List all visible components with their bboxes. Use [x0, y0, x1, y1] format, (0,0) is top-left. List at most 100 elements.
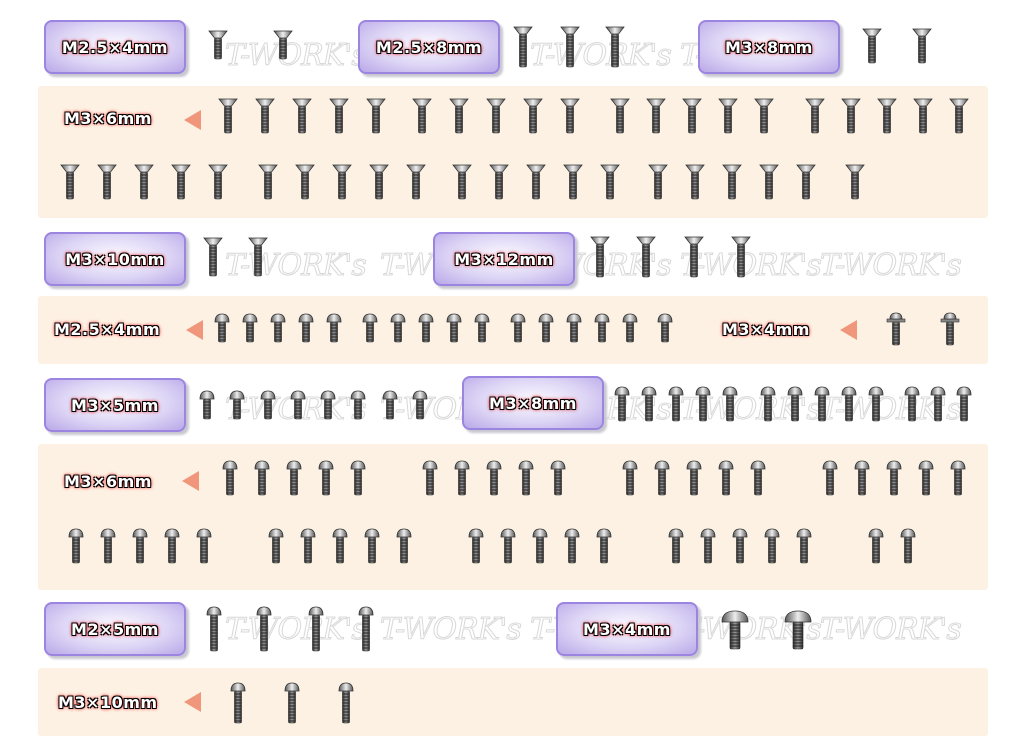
flat-head-screw-icon — [489, 164, 509, 200]
button-head-screw-icon — [268, 528, 284, 564]
cap-head-screw-icon — [721, 610, 749, 650]
button-head-screw-icon — [260, 390, 276, 420]
flat-head-screw-icon — [292, 98, 312, 134]
button-head-screw-icon — [486, 460, 502, 496]
button-head-screw-icon — [196, 528, 212, 564]
button-head-screw-icon — [764, 528, 780, 564]
flat-head-screw-icon — [208, 30, 228, 60]
button-head-screw-icon — [290, 390, 306, 420]
button-head-screw-icon — [668, 528, 684, 564]
button-head-screw-icon — [68, 528, 84, 564]
size-label-g4: M3×6mm — [64, 109, 152, 128]
button-head-screw-icon — [814, 386, 830, 422]
flat-head-screw-icon — [513, 26, 533, 68]
button-head-screw-icon — [900, 528, 916, 564]
size-label: M3×8mm — [489, 393, 577, 413]
band-m3x6-flat — [38, 86, 988, 218]
flat-head-screw-icon — [605, 26, 625, 68]
flat-head-screw-icon — [600, 164, 620, 200]
size-label-g14: M3×10mm — [58, 693, 158, 712]
button-head-screw-icon — [362, 313, 378, 343]
button-head-screw-icon — [657, 313, 673, 343]
label-box-g10: M3×8mm — [462, 376, 604, 430]
button-head-screw-icon — [532, 528, 548, 564]
button-head-screw-icon — [796, 528, 812, 564]
button-head-screw-icon — [164, 528, 180, 564]
flat-head-screw-icon — [913, 98, 933, 134]
flat-head-screw-icon — [805, 98, 825, 134]
button-head-screw-icon — [594, 313, 610, 343]
flat-head-screw-icon — [412, 98, 432, 134]
button-head-screw-icon — [412, 390, 428, 420]
button-head-screw-icon — [254, 460, 270, 496]
button-head-screw-icon — [229, 390, 245, 420]
label-box-g3: M3×8mm — [698, 20, 840, 74]
button-head-screw-icon — [854, 460, 870, 496]
button-head-screw-icon — [199, 390, 215, 420]
button-head-screw-icon — [641, 386, 657, 422]
button-head-screw-icon — [732, 528, 748, 564]
flat-head-screw-icon — [949, 98, 969, 134]
flat-head-screw-icon — [648, 164, 668, 200]
button-head-screw-icon — [298, 313, 314, 343]
button-head-screw-icon — [418, 313, 434, 343]
flat-head-screw-icon — [841, 98, 861, 134]
button-head-screw-icon — [326, 313, 342, 343]
flat-head-screw-icon — [273, 30, 293, 60]
button-head-screw-icon — [822, 460, 838, 496]
flat-head-screw-icon — [97, 164, 117, 200]
button-head-screw-icon — [320, 390, 336, 420]
button-head-screw-icon — [286, 460, 302, 496]
button-head-screw-icon — [695, 386, 711, 422]
button-head-screw-icon — [538, 313, 554, 343]
flat-head-screw-icon — [255, 98, 275, 134]
size-label: M2.5×8mm — [375, 37, 483, 57]
button-head-screw-icon — [474, 313, 490, 343]
size-label: M3×4mm — [583, 619, 671, 639]
label-box-g2: M2.5×8mm — [358, 20, 500, 74]
button-head-screw-icon — [918, 460, 934, 496]
button-head-screw-icon — [390, 313, 406, 343]
button-head-screw-icon — [718, 460, 734, 496]
flat-head-screw-icon — [862, 28, 882, 64]
flat-head-screw-icon — [718, 98, 738, 134]
size-label-g11: M3×6mm — [64, 472, 152, 491]
flat-head-screw-icon — [366, 98, 386, 134]
button-head-screw-icon — [886, 460, 902, 496]
button-head-screw-icon — [622, 313, 638, 343]
flat-head-screw-icon — [526, 164, 546, 200]
flat-head-screw-icon — [759, 164, 779, 200]
watermark: T-WORK's — [820, 248, 963, 284]
flat-head-screw-icon — [731, 236, 751, 278]
flat-head-screw-icon — [636, 236, 656, 278]
button-head-screw-icon — [382, 390, 398, 420]
flat-head-screw-icon — [646, 98, 666, 134]
button-head-screw-icon — [230, 682, 246, 724]
button-head-screw-icon — [132, 528, 148, 564]
button-head-screw-icon — [868, 528, 884, 564]
button-head-screw-icon — [622, 460, 638, 496]
button-head-screw-icon — [518, 460, 534, 496]
button-head-screw-icon — [206, 606, 222, 652]
flat-head-screw-icon — [685, 164, 705, 200]
button-head-screw-icon — [270, 313, 286, 343]
button-head-screw-icon — [358, 606, 374, 652]
arrow-icon — [182, 471, 199, 491]
size-label: M3×8mm — [725, 37, 813, 57]
size-label: M2×5mm — [71, 619, 159, 639]
button-head-screw-icon — [787, 386, 803, 422]
flat-head-screw-icon — [452, 164, 472, 200]
button-head-screw-icon — [566, 313, 582, 343]
flat-head-screw-icon — [684, 236, 704, 278]
flat-head-screw-icon — [258, 164, 278, 200]
button-head-screw-icon — [868, 386, 884, 422]
flat-head-screw-icon — [590, 236, 610, 278]
button-head-screw-icon — [350, 390, 366, 420]
button-head-screw-icon — [308, 606, 324, 652]
flat-head-screw-icon — [406, 164, 426, 200]
label-box-g9: M3×5mm — [44, 378, 186, 432]
watermark: T-WORK's — [530, 38, 673, 74]
button-head-screw-icon — [364, 528, 380, 564]
flat-head-screw-icon — [877, 98, 897, 134]
label-box-g5: M3×10mm — [44, 232, 186, 286]
